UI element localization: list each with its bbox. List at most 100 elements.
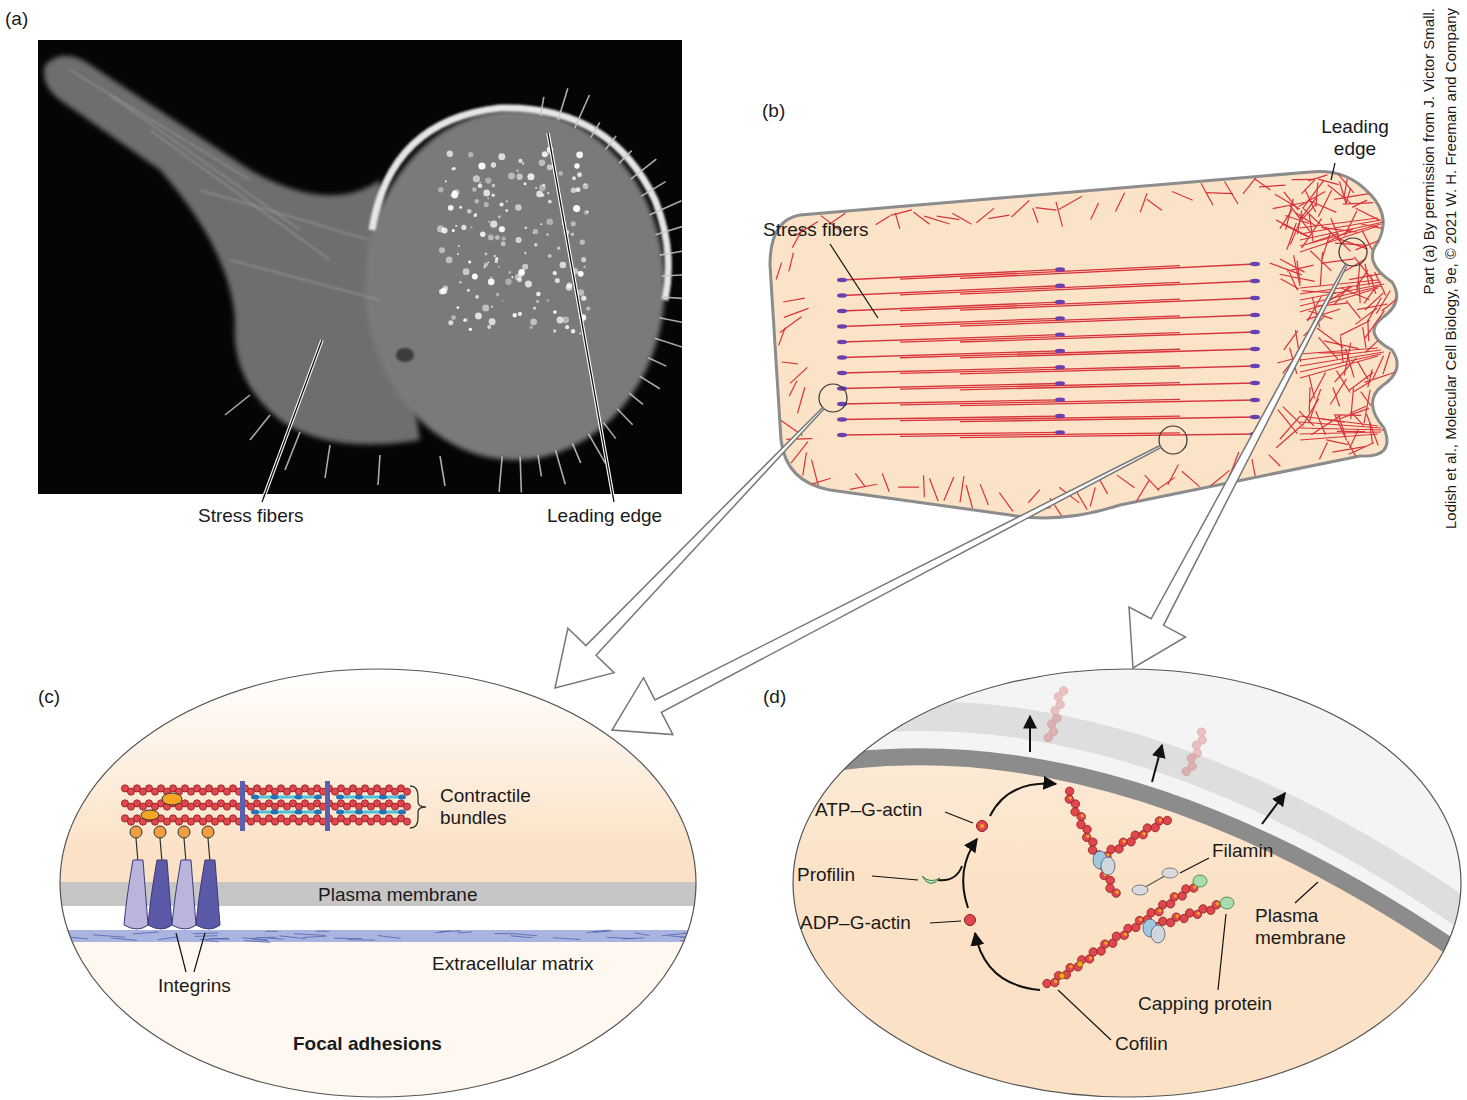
- leading-edge-scene: [780, 640, 1467, 988]
- matrix-fiber: [279, 936, 305, 939]
- speckle: [439, 289, 445, 295]
- actin-filament: [1043, 884, 1198, 988]
- actin-subunit: [1159, 901, 1167, 909]
- actin-segment: [1339, 408, 1369, 419]
- actin-subunit: [1059, 687, 1067, 695]
- atp-dot: [1142, 832, 1145, 835]
- speckle: [527, 173, 534, 180]
- cell-tail: [44, 56, 420, 445]
- filopodium: [619, 151, 632, 164]
- stress-fiber: [900, 416, 1180, 420]
- filopodium: [629, 393, 643, 404]
- actin-subunit: [1112, 932, 1120, 940]
- speckle: [448, 205, 454, 211]
- leader-line: [1058, 990, 1111, 1040]
- actin-segment: [898, 486, 919, 487]
- speckle: [487, 261, 489, 263]
- speckle: [546, 219, 553, 226]
- actin-segment: [960, 476, 964, 502]
- actin-segment: [1354, 381, 1371, 392]
- actin-segment: [789, 253, 794, 272]
- speckle: [473, 214, 476, 217]
- integrin-tail: [184, 838, 186, 862]
- filamin-group: [1132, 868, 1178, 895]
- cell-body: [365, 110, 665, 460]
- speckle: [553, 271, 557, 275]
- adhesion-plaque: [837, 355, 847, 359]
- adhesion-plaque: [1055, 365, 1065, 369]
- extracellular-matrix: [50, 930, 710, 942]
- matrix-fiber: [111, 938, 137, 940]
- speckle: [469, 328, 472, 331]
- actin-segment: [1309, 387, 1311, 412]
- branched-actin: [1043, 787, 1234, 988]
- speckle: [487, 197, 489, 199]
- speckle: [506, 200, 508, 202]
- actin-segment: [1300, 428, 1384, 430]
- matrix-fiber: [494, 933, 512, 934]
- speckle: [494, 255, 496, 257]
- micrograph: [44, 56, 682, 494]
- speckle: [488, 234, 494, 240]
- actin-subunit: [1155, 817, 1163, 825]
- actin-segment: [1157, 477, 1175, 489]
- speckle: [524, 226, 527, 229]
- filopodium: [662, 275, 682, 276]
- speckle: [467, 209, 471, 213]
- actin-subunit: [1124, 924, 1132, 932]
- actin-segment: [855, 473, 865, 486]
- nucleus-spot: [396, 348, 414, 362]
- stress-fiber: [960, 332, 1255, 342]
- actin-segment: [891, 210, 912, 216]
- actin-segment: [1349, 443, 1374, 454]
- adhesion-plaque: [1055, 284, 1065, 288]
- atp-dots: [1157, 902, 1220, 927]
- matrix-fiber: [252, 939, 269, 940]
- actin-segment: [1308, 175, 1327, 181]
- part-label: ATP–G-actin: [815, 799, 922, 821]
- actin-segment: [784, 308, 809, 317]
- atp-dot: [1089, 956, 1092, 959]
- actin-segment: [1294, 255, 1300, 286]
- speckle: [491, 193, 494, 196]
- speckle: [558, 171, 563, 176]
- speckle: [499, 202, 503, 206]
- speckle: [490, 221, 497, 228]
- actin-segment: [1300, 348, 1378, 354]
- actin-segment: [1335, 243, 1365, 245]
- myosin-head: [336, 810, 344, 815]
- matrix-fiber: [193, 932, 218, 934]
- actin-segment: [1368, 369, 1373, 387]
- actin-segment: [791, 442, 808, 463]
- speckle: [478, 183, 483, 188]
- atp-dot: [1054, 980, 1057, 983]
- speckle: [438, 187, 443, 192]
- actin-segment: [1300, 286, 1381, 306]
- actin-subunit: [1197, 728, 1205, 736]
- matrix-fiber: [209, 938, 230, 940]
- speckle: [457, 306, 460, 309]
- speckle: [455, 225, 457, 227]
- micrograph-frame: [38, 40, 682, 494]
- actin-segment: [1316, 183, 1318, 207]
- speckle: [553, 329, 556, 332]
- speckle: [530, 319, 537, 326]
- actin-segment: [1206, 192, 1233, 194]
- cycle-arrow: [990, 784, 1056, 816]
- actin-segment: [782, 362, 798, 364]
- speckle: [482, 304, 489, 311]
- speckle: [522, 162, 524, 164]
- actin-segment: [1322, 232, 1331, 259]
- leader-line: [176, 933, 186, 972]
- speckle: [439, 247, 445, 253]
- myosin-head: [336, 795, 344, 800]
- alpha-actinin-bar: [240, 781, 245, 831]
- actin-subunit: [1135, 916, 1143, 924]
- myosin-head: [295, 795, 303, 800]
- leader-line: [1180, 858, 1209, 873]
- speckle: [515, 204, 522, 211]
- stress-fiber: [900, 366, 1180, 373]
- actin-subunit: [1163, 816, 1171, 824]
- speckle: [457, 253, 459, 255]
